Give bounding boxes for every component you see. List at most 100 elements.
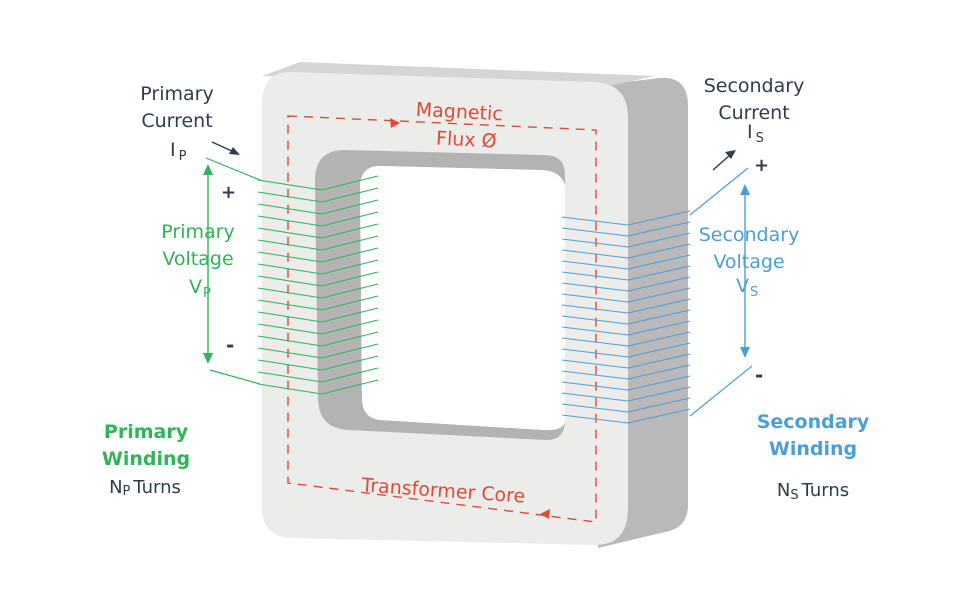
primary-turn-front [257,239,323,251]
secondary-current-arrowhead [725,150,736,159]
primary-turn-front [257,371,323,383]
secondary-lead-top [689,167,749,216]
secondary-current-label-line2: Current [718,102,789,124]
primary-turn-front [257,347,323,359]
primary-turn-front [257,251,323,263]
secondary-turn-back [561,293,629,303]
primary-turn-back [321,247,379,263]
primary-turn-back [321,343,379,359]
secondary-turn-back [561,216,629,226]
secondary-winding-coil [561,167,753,424]
secondary-turn-back [561,238,629,248]
secondary-turn-back [561,403,629,413]
magnetic-flux-label-line1: Magnetic [415,99,503,126]
primary-turn-front [257,323,323,335]
secondary-turn-front [627,276,691,292]
secondary-turn-back [561,348,629,358]
primary-turn-back [321,211,379,227]
secondary-turn-front [627,265,691,281]
primary-winding-title-line2: Winding [102,448,190,470]
secondary-turn-back [561,392,629,402]
secondary-voltage-label-line2: Voltage [713,251,784,273]
secondary-turn-back [561,337,629,347]
primary-turn-back [321,223,379,239]
secondary-turn-front [627,309,691,325]
primary-turn-back [321,283,379,299]
primary-winding-title-line1: Primary [104,421,189,443]
primary-turn-back [321,175,379,191]
primary-annotations [203,141,240,364]
secondary-turn-front [627,254,691,270]
primary-minus-sign: - [226,333,234,357]
primary-turn-front [257,263,323,275]
secondary-turn-front [627,243,691,259]
secondary-turn-front [627,210,691,226]
magnetic-flux-label-line2: Flux Ø [436,127,498,152]
primary-turn-back [321,199,379,215]
primary-turn-back [321,331,379,347]
primary-turn-front [257,383,323,395]
secondary-turn-back [561,370,629,380]
secondary-annotations [712,150,750,358]
secondary-turn-back [561,359,629,369]
secondary-plus-sign: + [754,155,769,176]
primary-voltage-arrowhead-down [203,353,213,364]
primary-turn-front [257,299,323,311]
secondary-turn-front [627,320,691,336]
core-hole-back [360,166,562,430]
secondary-turn-front [627,386,691,402]
flux-arrow-bottom [540,509,550,519]
primary-turn-back [321,187,379,203]
secondary-turn-back [561,271,629,281]
primary-turn-back [321,235,379,251]
secondary-lead-bottom [689,365,753,417]
secondary-turn-front [627,408,691,424]
secondary-turn-front [627,331,691,347]
primary-current-arrowhead [229,147,240,155]
secondary-voltage-arrowhead-up [740,184,750,195]
primary-current-label-line2: Current [141,110,212,132]
primary-winding-coil [205,157,379,395]
secondary-current-label-line1: Secondary [704,75,805,97]
secondary-turn-back [561,381,629,391]
secondary-turn-front [627,397,691,413]
secondary-turn-back [561,304,629,314]
primary-turn-front [257,179,323,191]
secondary-turn-front [627,232,691,248]
primary-current-label-line1: Primary [140,83,213,105]
primary-lead-bottom [209,369,261,385]
primary-turn-back [321,307,379,323]
secondary-voltage-arrowhead-down [740,347,750,358]
secondary-turn-front [627,342,691,358]
secondary-turn-front [627,364,691,380]
secondary-winding-title-line2: Winding [769,438,857,460]
primary-turn-back [321,259,379,275]
primary-turn-back [321,271,379,287]
primary-lead-top [205,157,261,181]
secondary-turn-front [627,353,691,369]
primary-turn-front [257,203,323,215]
primary-plus-sign: + [221,182,236,203]
primary-turn-front [257,227,323,239]
secondary-turn-back [561,414,629,424]
secondary-turn-back [561,282,629,292]
primary-turn-back [321,379,379,395]
secondary-turn-back [561,315,629,325]
secondary-turn-front [627,375,691,391]
primary-voltage-arrowhead-up [203,164,213,175]
primary-voltage-label-line2: Voltage [162,248,233,270]
secondary-minus-sign: - [755,363,763,387]
secondary-turn-back [561,326,629,336]
primary-turn-back [321,367,379,383]
primary-turn-back [321,319,379,335]
secondary-turn-back [561,260,629,270]
primary-turn-back [321,295,379,311]
primary-turn-front [257,215,323,227]
primary-turn-front [257,335,323,347]
secondary-turn-front [627,298,691,314]
